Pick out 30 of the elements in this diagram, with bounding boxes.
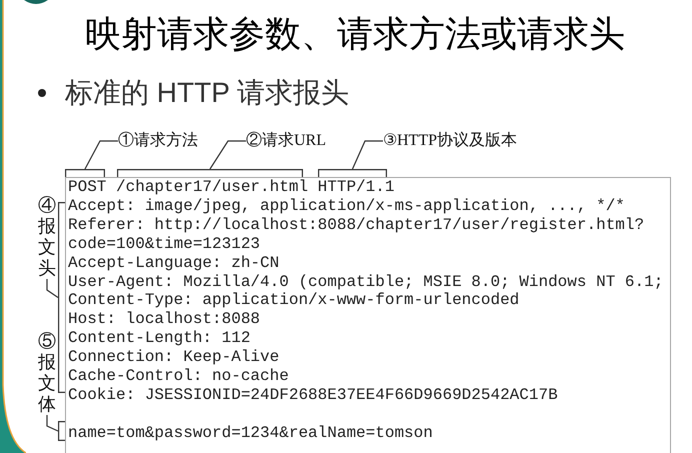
leader-line [84,140,118,170]
header-line: Content-Type: application/x-www-form-urlencoded [68,291,520,310]
header-line: Accept-Language: zh-CN [68,254,280,273]
bracket [117,169,303,177]
request-line: POST /chapter17/user.html HTTP/1.1 [68,178,396,197]
header-line: Cache-Control: no-cache [68,367,290,386]
bracket [58,421,65,441]
callout-label: ⑤报文体 [38,331,56,415]
bullet-text: 标准的 HTTP 请求报头 [65,76,350,110]
slide-title: 映射请求参数、请求方法或请求头 [85,12,625,56]
header-line: Host: localhost:8088 [68,310,262,330]
callout-label: ①请求方法 [118,131,198,151]
leader-line [352,140,383,170]
header-line: Connection: Keep-Alive [68,348,280,368]
callout-label: ④报文头 [38,195,56,279]
leader-line [46,415,58,432]
callout-label: ②请求URL [246,131,326,151]
request-text-box [65,177,671,453]
header-line: User-Agent: Mozilla/4.0 (compatible; MSIE 8.0; Windows NT 6.1; [68,272,664,292]
bracket [318,169,387,177]
header-line: Accept: image/jpeg, application/x-ms-application, ..., */* [68,196,626,216]
bracket [58,202,65,393]
callout-label: ③HTTP协议及版本 [383,131,517,151]
bracket [65,169,105,177]
message-body-line: name=tom&password=1234&realName=tomson [68,424,434,443]
header-line: Cookie: JSESSIONID=24DF2688E37EE4F66D9669D2542AC17B [68,386,559,405]
leader-line [210,140,246,170]
header-line: Content-Length: 112 [68,329,252,348]
header-line: Referer: http://localhost:8088/chapter17/user/register.html? code=100&time=123123 [68,216,646,254]
leader-line [46,279,58,298]
